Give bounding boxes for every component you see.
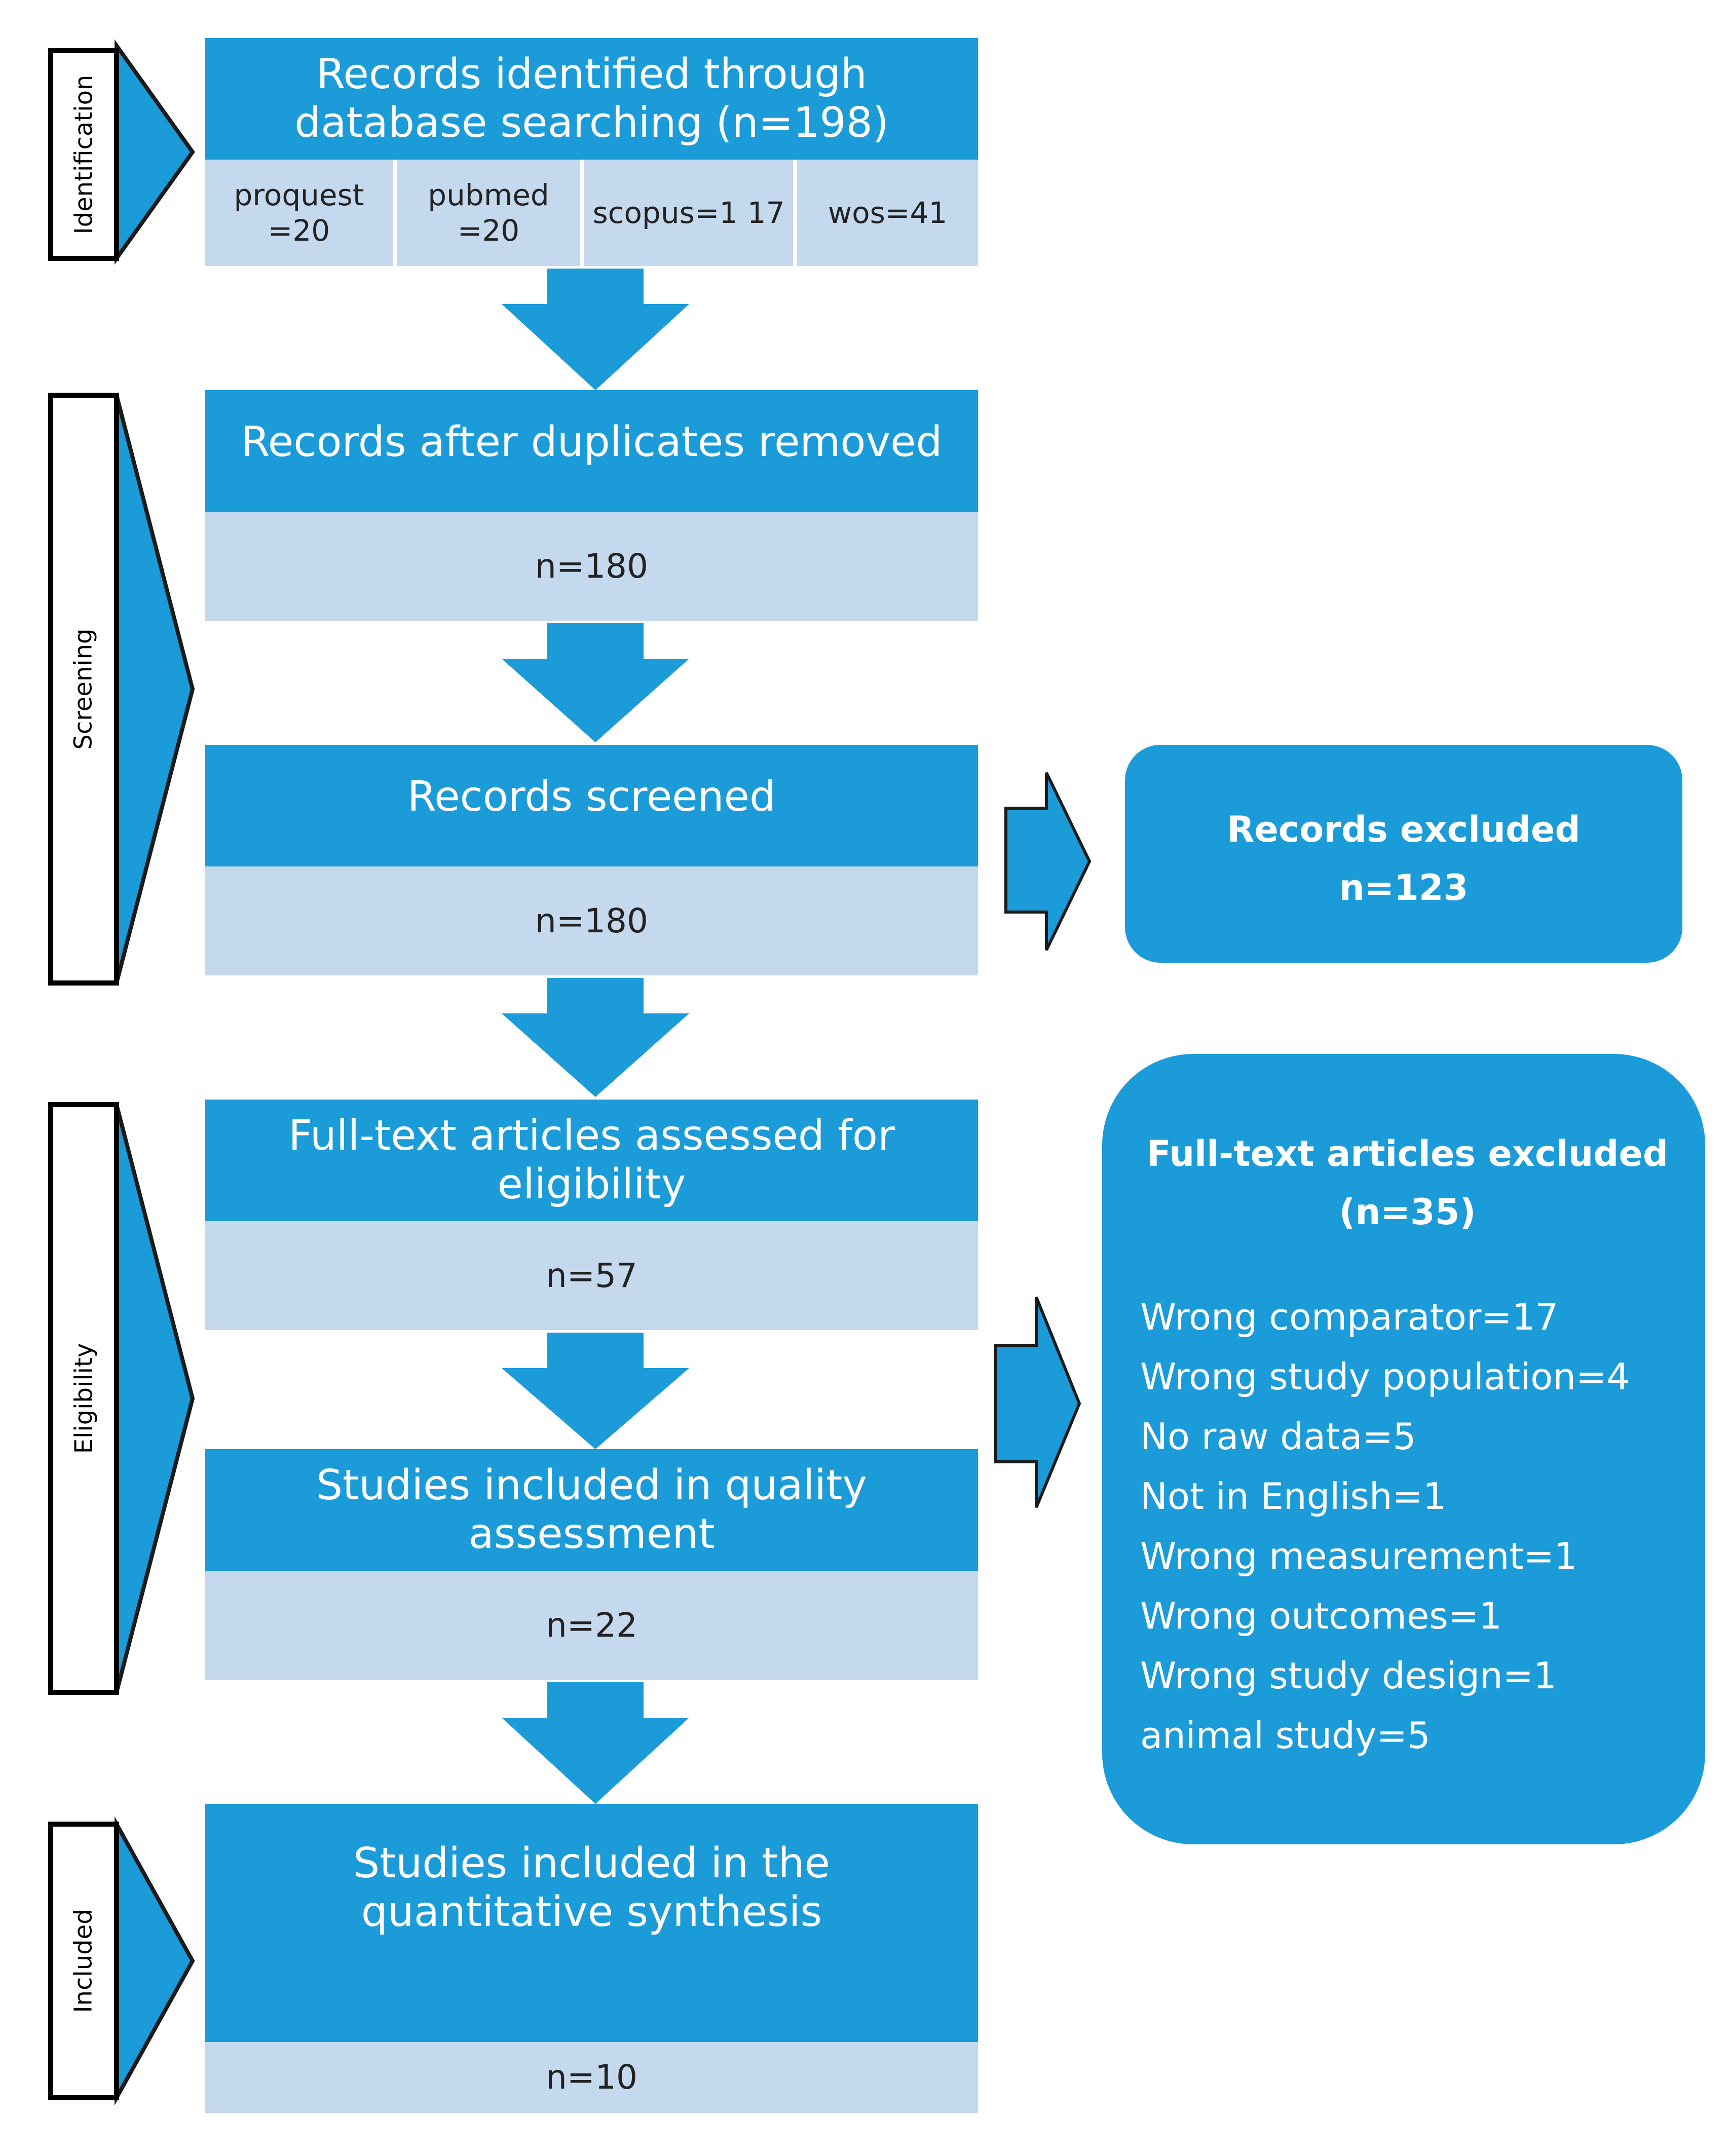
exclusion-reason: Wrong outcomes=1 xyxy=(1140,1595,1502,1637)
quality-assessment-count: n=22 xyxy=(545,1605,638,1645)
down-arrow-5 xyxy=(502,1682,689,1804)
records-excluded-count: n=123 xyxy=(1339,867,1469,909)
source-wos: wos=41 xyxy=(797,160,978,266)
quantitative-synthesis-count-box: n=10 xyxy=(205,2042,978,2113)
down-arrow-4 xyxy=(502,1333,689,1449)
stage-eligibility: Eligibility xyxy=(51,1105,117,1692)
duplicates-removed-header: Records after duplicates removed xyxy=(205,390,978,512)
exclusion-reason: Wrong measurement=1 xyxy=(1140,1535,1577,1577)
records-excluded-title: Records excluded xyxy=(1227,809,1581,850)
down-arrow-2 xyxy=(502,623,689,742)
included-chevron xyxy=(117,1824,193,2098)
screening-chevron xyxy=(117,395,193,983)
eligibility-chevron xyxy=(117,1105,193,1692)
duplicates-removed-count: n=180 xyxy=(535,546,649,586)
exclusion-reason: Not in English=1 xyxy=(1140,1475,1446,1518)
exclusion-reason: No raw data=5 xyxy=(1140,1415,1416,1458)
stage-label: Eligibility xyxy=(69,1343,98,1454)
exclusion-reason: animal study=5 xyxy=(1140,1714,1431,1757)
quantitative-synthesis-count: n=10 xyxy=(545,2058,638,2097)
identification-chevron xyxy=(117,46,193,258)
source-scopus: scopus=1 17 xyxy=(584,160,793,266)
fulltext-assessed-count: n=57 xyxy=(545,1256,638,1295)
fulltext-assessed-title: Full-text articles assessed for eligibil… xyxy=(288,1112,895,1208)
quantitative-synthesis-title: Studies included in the quantitative syn… xyxy=(353,1839,830,1936)
database-sources: proquest =20 pubmed =20 scopus=1 17 wos=… xyxy=(205,160,978,266)
fulltext-assessed-header: Full-text articles assessed for eligibil… xyxy=(205,1100,978,1221)
right-arrow-records-excluded xyxy=(1004,772,1092,951)
exclusion-reasons-list: Wrong comparator=17 Wrong study populati… xyxy=(1140,1287,1675,1765)
fulltext-assessed-count-box: n=57 xyxy=(205,1221,978,1330)
fulltext-excluded-box: Full-text articles excluded (n=35) Wrong… xyxy=(1102,1054,1705,1844)
records-screened-header: Records screened xyxy=(205,745,978,866)
stage-included: Included xyxy=(51,1824,117,2098)
quality-assessment-header: Studies included in quality assessment xyxy=(205,1449,978,1571)
fulltext-excluded-title: Full-text articles excluded xyxy=(1147,1133,1668,1175)
records-screened-title: Records screened xyxy=(407,773,776,821)
stage-label: Included xyxy=(69,1909,98,2013)
fulltext-excluded-count: (n=35) xyxy=(1339,1191,1476,1233)
exclusion-reason: Wrong study design=1 xyxy=(1140,1654,1557,1697)
right-arrow-fulltext-excluded xyxy=(994,1296,1081,1508)
stage-screening: Screening xyxy=(51,395,117,983)
quality-assessment-title: Studies included in quality assessment xyxy=(316,1461,867,1558)
exclusion-reason: Wrong study population=4 xyxy=(1140,1355,1630,1398)
stage-label: Screening xyxy=(69,628,98,750)
records-identified-title: Records identified through database sear… xyxy=(294,50,889,147)
exclusion-reason: Wrong comparator=17 xyxy=(1140,1296,1559,1338)
records-screened-count: n=180 xyxy=(535,901,649,940)
records-identified-header: Records identified through database sear… xyxy=(205,38,978,160)
duplicates-removed-count-box: n=180 xyxy=(205,512,978,621)
duplicates-removed-title: Records after duplicates removed xyxy=(241,418,943,466)
records-excluded-box: Records excluded n=123 xyxy=(1125,745,1682,963)
source-pubmed: pubmed =20 xyxy=(397,160,580,266)
records-screened-count-box: n=180 xyxy=(205,866,978,975)
quality-assessment-count-box: n=22 xyxy=(205,1571,978,1680)
stage-label: Identification xyxy=(69,74,98,235)
down-arrow-1 xyxy=(502,269,689,390)
stage-identification: Identification xyxy=(51,51,117,258)
source-proquest: proquest =20 xyxy=(205,160,393,266)
down-arrow-3 xyxy=(502,978,689,1097)
quantitative-synthesis-header: Studies included in the quantitative syn… xyxy=(205,1804,978,2042)
